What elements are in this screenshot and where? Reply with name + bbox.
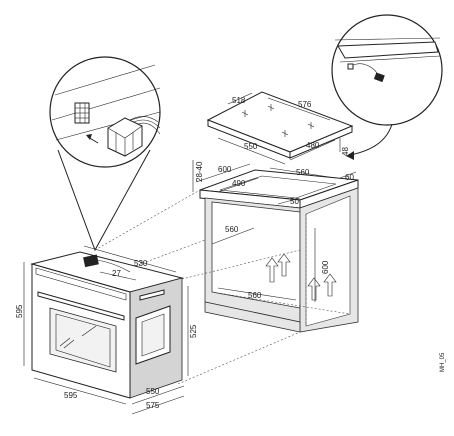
hob-cutout-depth-label: 480 — [306, 141, 320, 150]
oven-panel-depth-label: 27 — [112, 269, 121, 278]
projection-lines — [94, 189, 301, 385]
oven-total-depth-label: 575 — [146, 401, 160, 410]
oven-width-label: 595 — [64, 391, 78, 400]
glass-reflection-icon — [59, 325, 97, 349]
worktop-depth-label: 600 — [218, 165, 232, 174]
hob: 518 576 550 480 48 — [206, 91, 354, 165]
oven-door-height-label: 525 — [189, 324, 198, 338]
bottom-width-label: 560 — [248, 291, 262, 300]
hob-cutout-width-label: 550 — [244, 142, 258, 151]
inner-height-label: 600 — [321, 260, 330, 274]
top-connector-icon — [83, 254, 131, 273]
ventilation-arrow-icon — [265, 253, 337, 301]
hob-height-label: 48 — [341, 147, 350, 156]
front-gap-label: 50 — [290, 197, 299, 206]
side-bracket — [135, 305, 171, 365]
terminal-block-icon — [74, 102, 90, 124]
inner-width-label: 560 — [225, 225, 239, 234]
cooking-zone-icon — [241, 104, 315, 137]
cutout-depth-label: 490 — [232, 179, 246, 188]
oven-depth-label: 530 — [134, 259, 148, 268]
connector-plug-icon — [107, 116, 161, 157]
oven: 530 27 595 595 525 550 575 — [15, 245, 198, 415]
cutout-width-label: 560 — [296, 168, 310, 177]
connector-detail-bubble — [49, 56, 161, 252]
side-code-label: MH_05 — [440, 352, 446, 372]
cable-detail-bubble — [331, 14, 443, 160]
worktop-thickness-label: 28-40 — [195, 161, 204, 182]
hob-depth-label: 518 — [232, 96, 246, 105]
oven-body-depth-label: 550 — [146, 387, 160, 396]
cable-plug-icon — [347, 63, 385, 83]
rear-gap-label: 60 — [345, 173, 354, 182]
hob-width-label: 576 — [298, 100, 312, 109]
oven-height-label: 595 — [15, 304, 24, 318]
kitchen-cabinet: 600 490 560 60 50 28-40 560 600 560 — [192, 160, 359, 333]
